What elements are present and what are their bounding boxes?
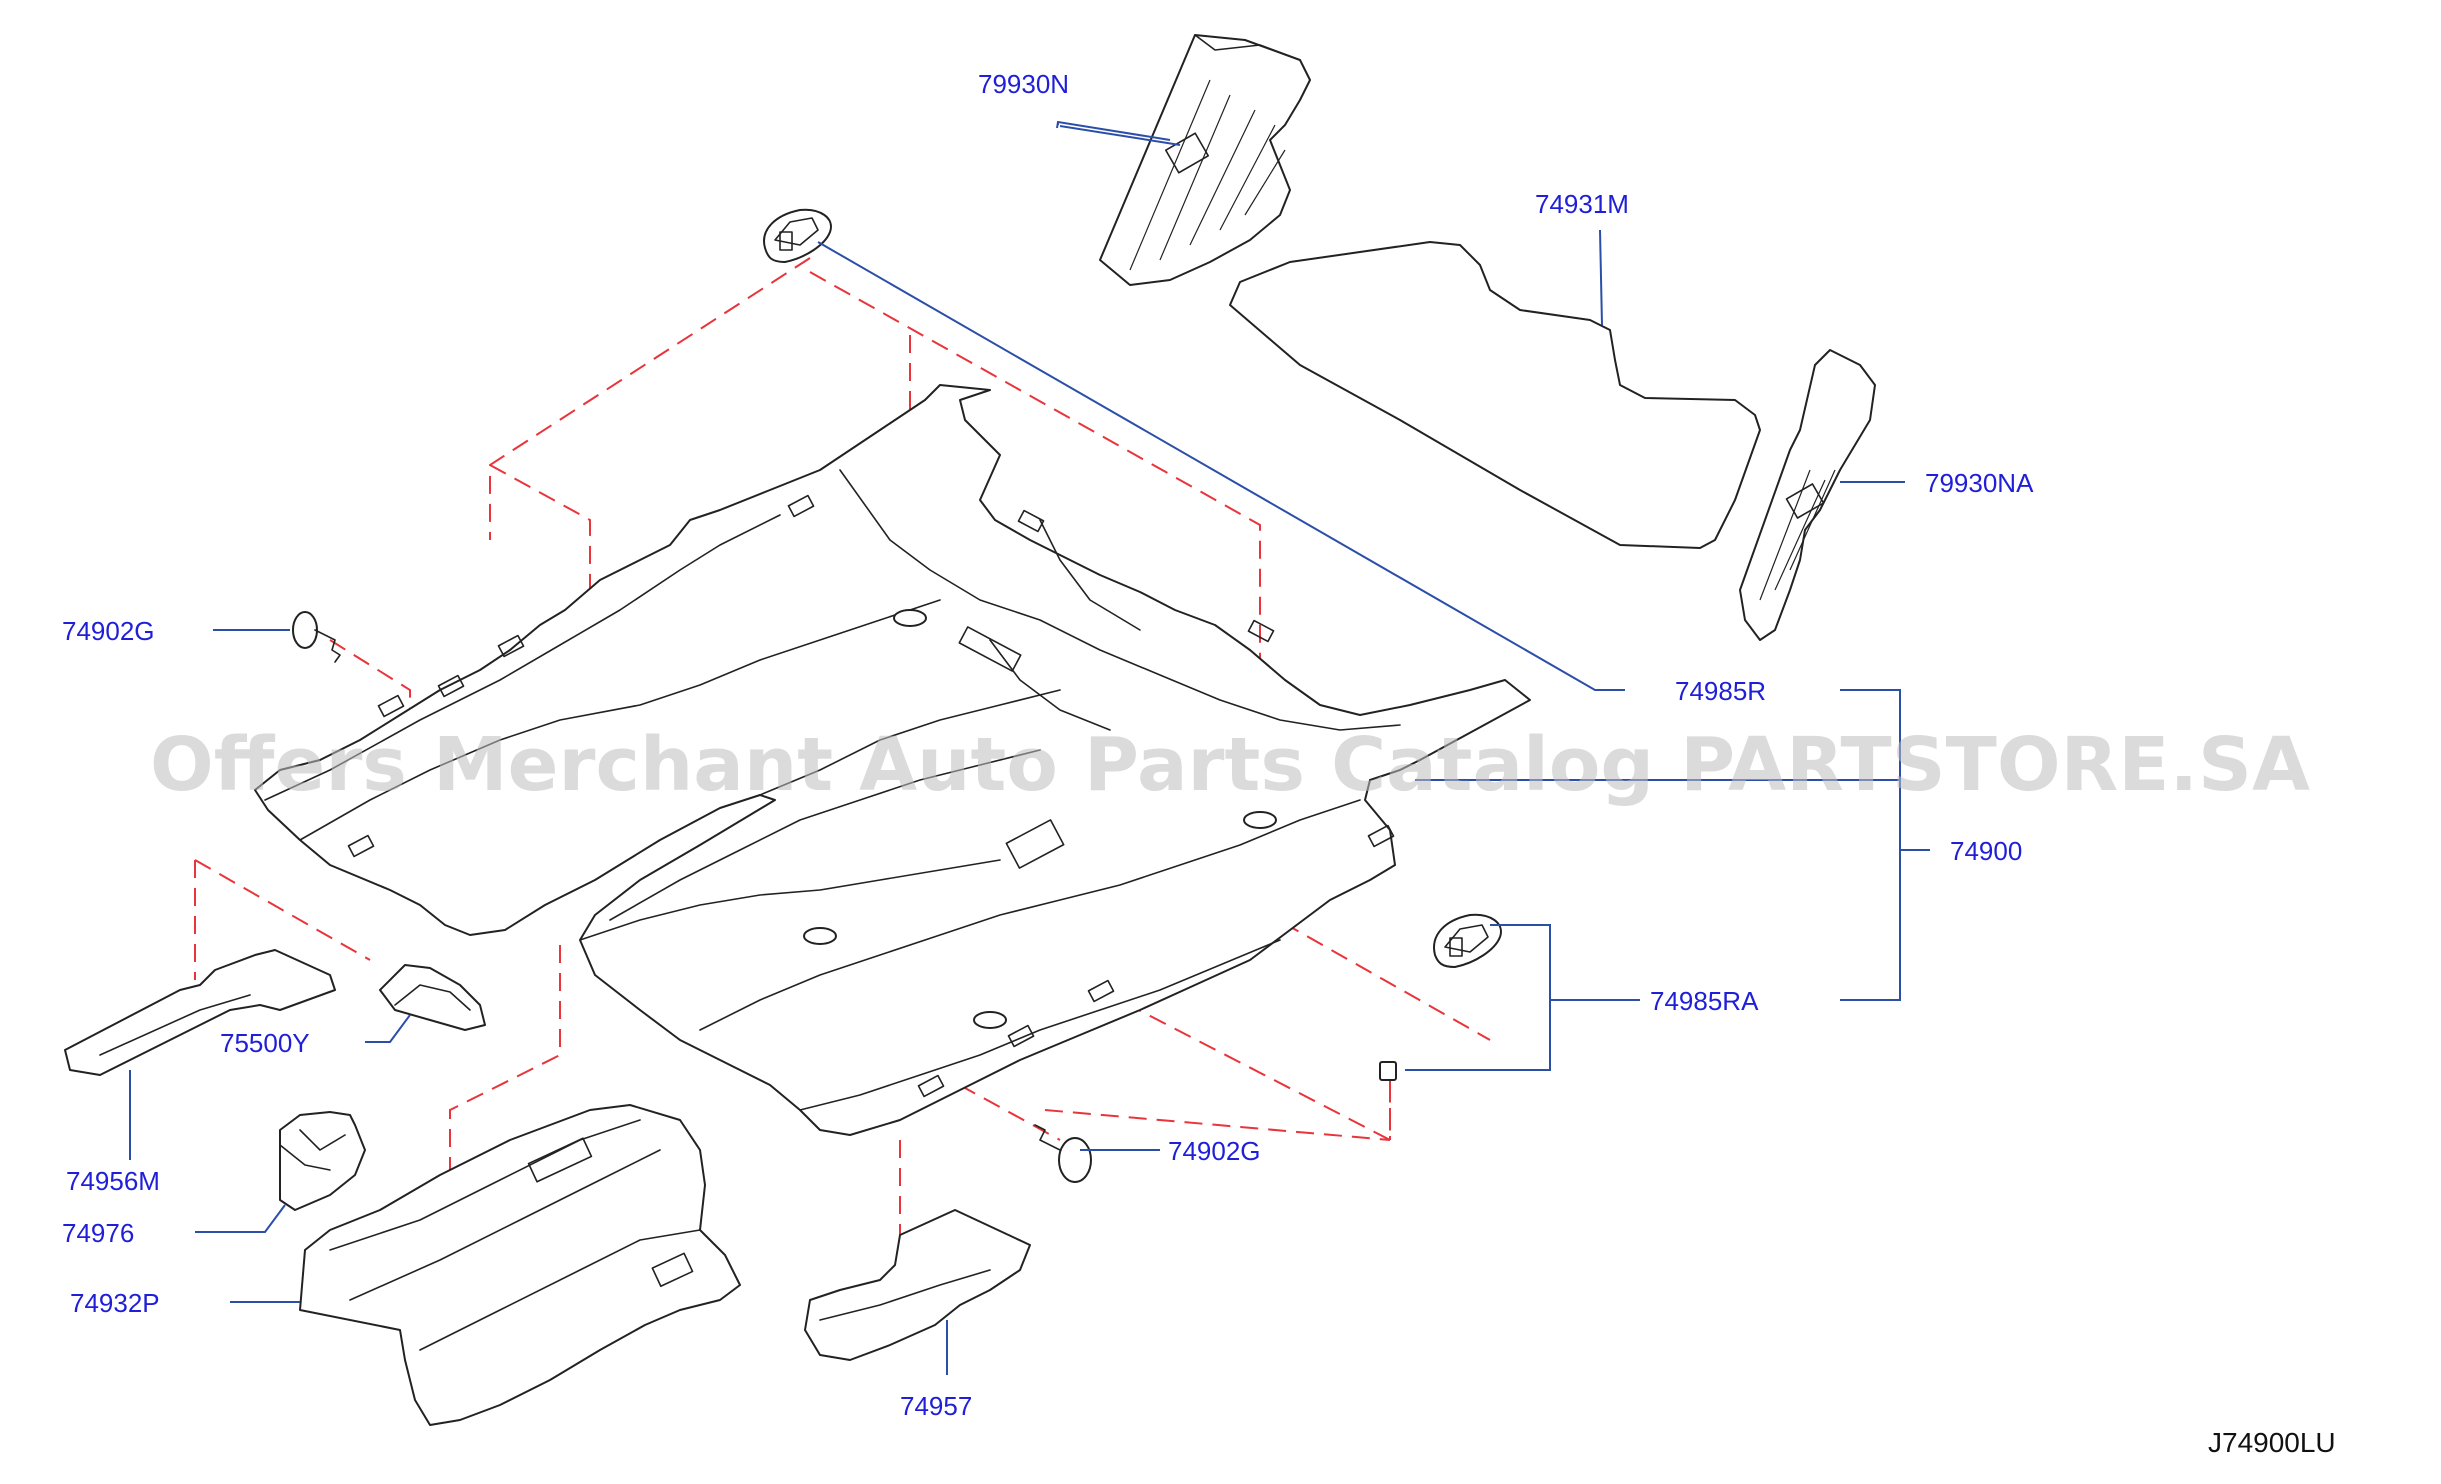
label-74985RA[interactable]: 74985RA: [1650, 986, 1759, 1016]
clip-74985RA[interactable]: [1433, 913, 1502, 968]
insulator-74932P[interactable]: [299, 1104, 741, 1426]
label-74956M[interactable]: 74956M: [66, 1166, 160, 1196]
push-clip-74902G-left[interactable]: [292, 611, 341, 663]
label-74957[interactable]: 74957: [900, 1391, 972, 1421]
part-labels: 79930N 74931M 79930NA 74902G 74985R 7490…: [62, 69, 2034, 1421]
label-74976[interactable]: 74976: [62, 1218, 134, 1248]
clip-74985R[interactable]: [763, 208, 832, 263]
label-74985R[interactable]: 74985R: [1675, 676, 1766, 706]
floor-mat-74931M[interactable]: [1229, 241, 1761, 549]
spacer-74976[interactable]: [279, 1111, 366, 1211]
spacer-75500Y[interactable]: [379, 964, 486, 1031]
leader-lines: [129, 120, 1930, 1375]
clip-small-74985RA[interactable]: [1379, 1061, 1397, 1081]
watermark-text: Offers Merchant Auto Parts Catalog PARTS…: [150, 722, 2310, 808]
label-74932P[interactable]: 74932P: [70, 1288, 160, 1318]
push-clip-74902G-bottom[interactable]: [1034, 1124, 1092, 1183]
label-74900[interactable]: 74900: [1950, 836, 2022, 866]
insulator-79930N[interactable]: [1099, 34, 1311, 286]
label-79930N[interactable]: 79930N: [978, 69, 1069, 99]
label-74931M[interactable]: 74931M: [1535, 189, 1629, 219]
label-79930NA[interactable]: 79930NA: [1925, 468, 2034, 498]
insulator-79930NA[interactable]: [1739, 349, 1876, 641]
spacer-74956M[interactable]: [64, 949, 336, 1076]
floor-carpet-74900[interactable]: [254, 384, 1531, 1136]
label-74902G-left[interactable]: 74902G: [62, 616, 155, 646]
spacer-74957[interactable]: [804, 1209, 1031, 1361]
label-75500Y[interactable]: 75500Y: [220, 1028, 310, 1058]
diagram-code: J74900LU: [2208, 1427, 2336, 1458]
label-74902G-bottom[interactable]: 74902G: [1168, 1136, 1261, 1166]
